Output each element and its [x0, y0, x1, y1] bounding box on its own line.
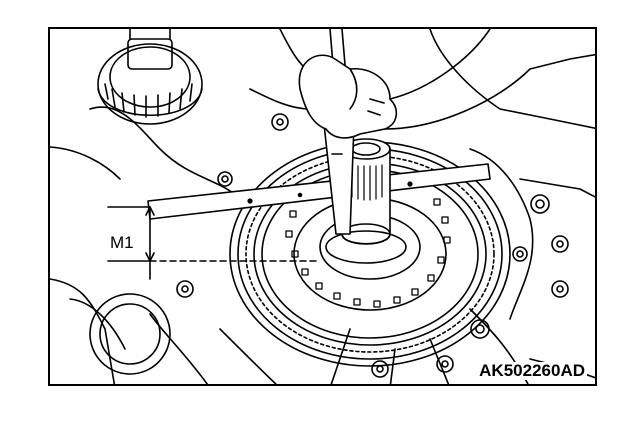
drum-holes: [285, 198, 451, 308]
transmission-illustration: [50, 29, 595, 384]
illustration-frame: M1 AK502260AD: [48, 27, 597, 386]
output-gear: [97, 29, 203, 125]
m1-dimension-lines: [107, 206, 319, 280]
hand: [298, 29, 595, 139]
figure-code: AK502260AD: [477, 361, 587, 380]
dimension-label-m1: M1: [109, 233, 135, 252]
housing-bosses: [89, 113, 569, 378]
